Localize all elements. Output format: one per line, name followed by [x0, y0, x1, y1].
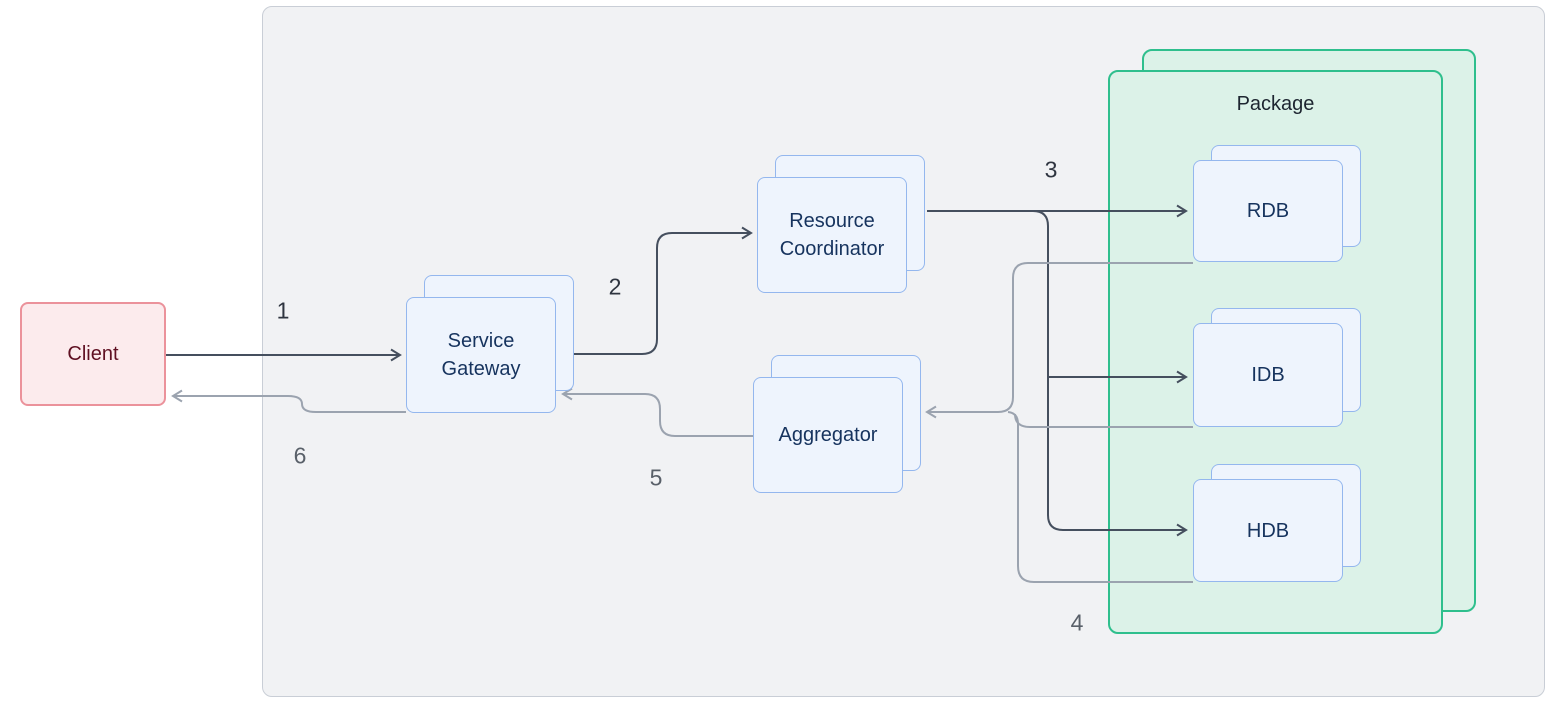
aggregator-card: Aggregator — [753, 377, 903, 493]
client-label: Client — [67, 342, 119, 365]
step-label-2: 2 — [608, 273, 622, 300]
step-label-5: 5 — [649, 464, 663, 491]
service-gateway-card: Service Gateway — [406, 297, 556, 413]
package-title: Package — [1236, 93, 1315, 115]
client-node: Client — [20, 302, 166, 406]
step-label-3: 3 — [1044, 156, 1058, 183]
resource-coordinator-card: Resource Coordinator — [757, 177, 907, 293]
rdb-node: RDB — [1193, 145, 1361, 262]
hdb-label: HDB — [1246, 519, 1290, 542]
service-gateway-label: Service Gateway — [441, 330, 521, 380]
resource-coordinator-node: Resource Coordinator — [757, 155, 925, 293]
hdb-node: HDB — [1193, 464, 1361, 582]
service-gateway-node: Service Gateway — [406, 275, 574, 413]
rdb-label: RDB — [1246, 200, 1290, 222]
idb-node: IDB — [1193, 308, 1361, 427]
step-label-1: 1 — [276, 297, 290, 324]
step-label-6: 6 — [293, 442, 307, 469]
aggregator-label: Aggregator — [778, 424, 878, 446]
idb-label: IDB — [1251, 364, 1285, 386]
resource-coordinator-label: Resource Coordinator — [779, 210, 885, 260]
step-label-4: 4 — [1070, 609, 1084, 636]
aggregator-node: Aggregator — [753, 355, 921, 493]
rdb-card: RDB — [1193, 160, 1343, 262]
idb-card: IDB — [1193, 323, 1343, 427]
hdb-card: HDB — [1193, 479, 1343, 582]
